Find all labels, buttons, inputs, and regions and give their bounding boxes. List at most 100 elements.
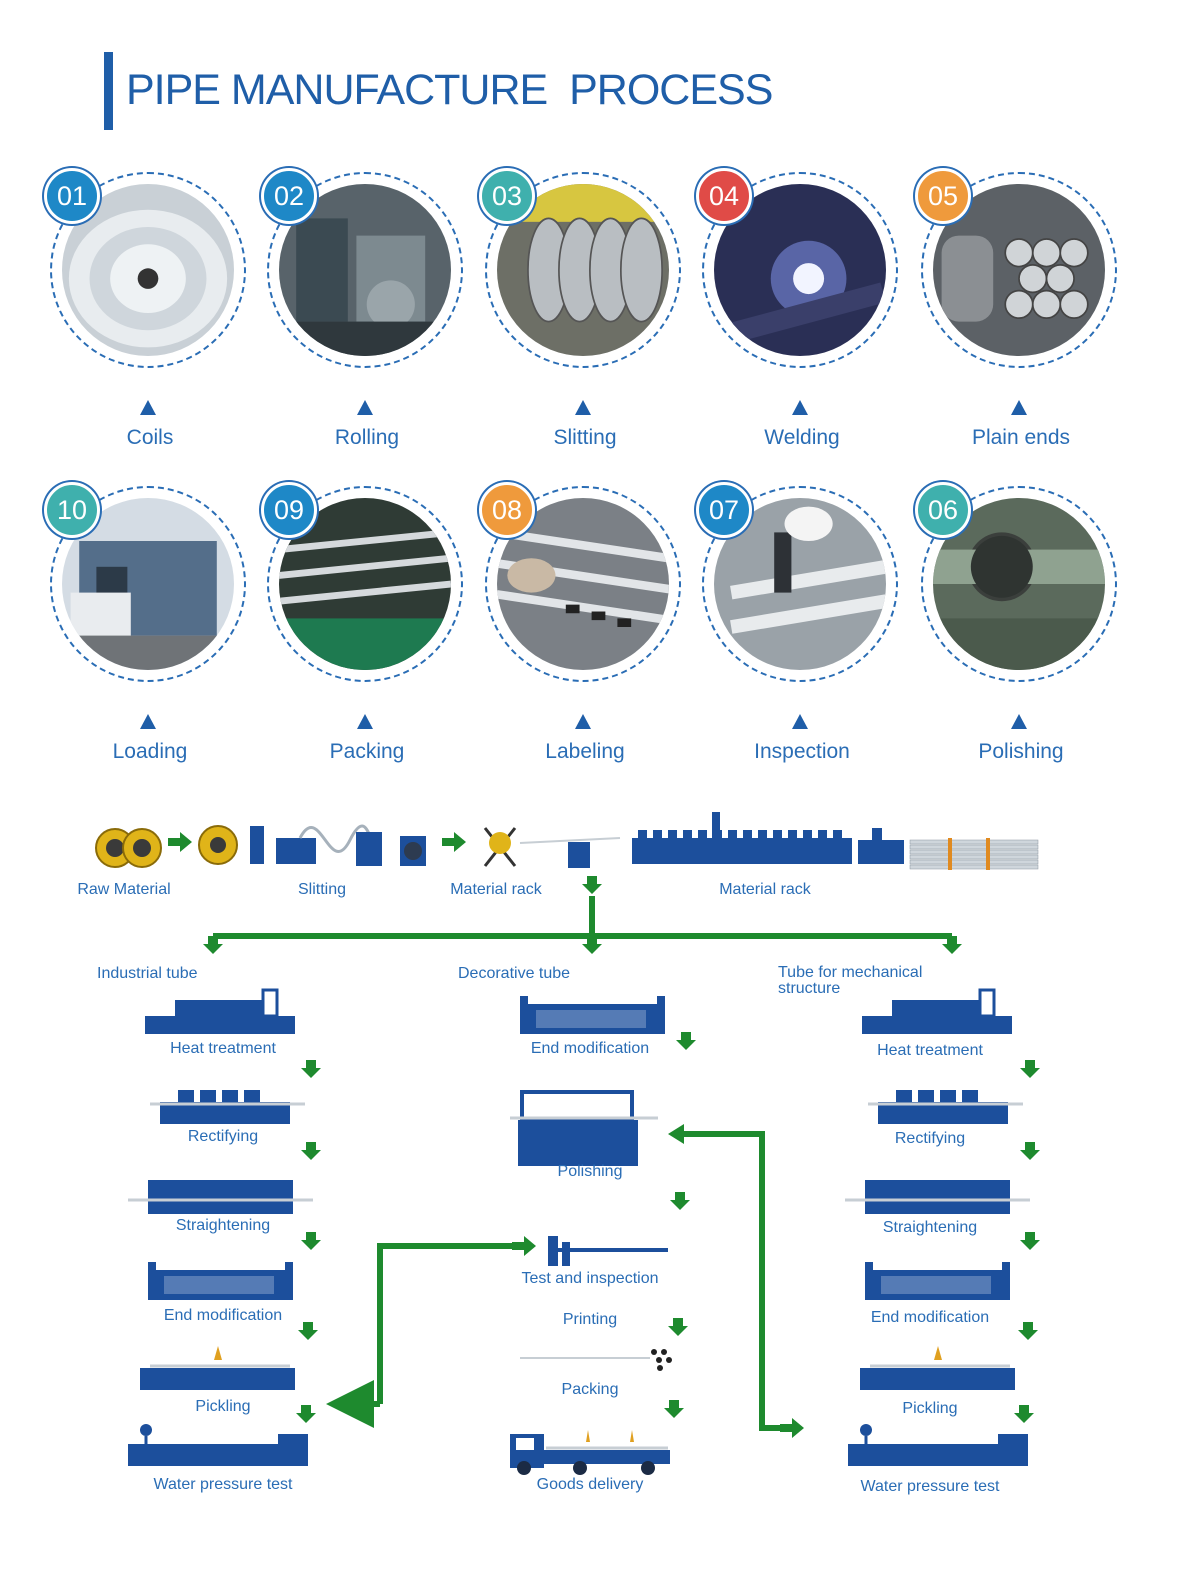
triangle-up-icon [357, 714, 373, 729]
rectifier-base [878, 1102, 1008, 1124]
process-step: 09 Packing [261, 482, 467, 763]
process-step: 10 Loading [44, 482, 250, 763]
step-label: Polishing [978, 740, 1064, 763]
down-arrow-icon [301, 1060, 321, 1078]
down-arrow-icon [1014, 1405, 1034, 1423]
flame-icon [630, 1430, 634, 1442]
straightener-body [148, 1180, 293, 1214]
rectifier-base [160, 1102, 290, 1124]
heat-furnace-top [892, 1000, 982, 1016]
coil-core [210, 837, 226, 853]
truck-wheel [641, 1461, 655, 1475]
polisher-hood [520, 1090, 634, 1122]
step-label: Inspection [754, 740, 850, 763]
forming-entry [568, 842, 590, 868]
material-rack-label: Material rack [450, 881, 542, 898]
mill-roll [758, 830, 767, 840]
dashed-ring [50, 172, 246, 368]
process-step: 03 Slitting [479, 168, 685, 449]
end-mod-side [865, 1262, 873, 1300]
truck-wheel [573, 1461, 587, 1475]
down-arrow-icon [301, 1232, 321, 1250]
coil-photo [62, 184, 234, 356]
step-label: Slitting [553, 426, 617, 449]
end-mod-side [1002, 1262, 1010, 1300]
right-arrow-icon [168, 832, 192, 852]
flow-connector-lines [168, 832, 1040, 1438]
strip-line [519, 837, 621, 844]
down-arrow-icon [664, 1400, 684, 1418]
step-number-badge: 05 [915, 168, 971, 224]
labeling-photo [497, 498, 669, 670]
triangle-up-icon [792, 714, 808, 729]
polishing-photo [933, 498, 1105, 670]
recoiler-coil [404, 842, 422, 860]
mechanical-link-line [680, 1131, 788, 1431]
straightener-body [865, 1180, 1010, 1214]
step-label: Welding [764, 426, 840, 449]
industrial-step-label: End modification [163, 1307, 283, 1324]
decorative-step-label: End modification [530, 1040, 650, 1057]
water-test-end [998, 1434, 1028, 1466]
mechanical-step-label: Rectifying [894, 1130, 966, 1147]
mill-roll [803, 830, 812, 840]
finished-pipe [909, 864, 1039, 870]
step-number-badge: 01 [44, 168, 100, 224]
mill-roll [833, 830, 842, 840]
triangle-up-icon [575, 714, 591, 729]
down-arrow-icon [676, 1032, 696, 1050]
mill-roll [773, 830, 782, 840]
end-mod-base [865, 1270, 1010, 1300]
water-test-bed [128, 1444, 308, 1466]
cutter [858, 840, 904, 864]
left-arrow-icon [342, 1394, 356, 1414]
end-mod-window [881, 1276, 991, 1294]
triangle-up-icon [1011, 400, 1027, 415]
mill-roll [698, 830, 707, 840]
dashed-ring [50, 486, 246, 682]
furnace-door [978, 988, 996, 1018]
process-step: 06 Polishing [915, 482, 1121, 763]
right-arrow-icon [442, 832, 466, 852]
step-label: Loading [112, 740, 188, 763]
mechanical-step-label: Straightening [882, 1219, 978, 1236]
rectifier-roll [962, 1090, 978, 1104]
truck-wheel [517, 1461, 531, 1475]
mill-roll [668, 830, 677, 840]
step-number-badge: 04 [696, 168, 752, 224]
dashed-ring [702, 172, 898, 368]
print-dot [657, 1365, 663, 1371]
mill-roll [743, 830, 752, 840]
dashed-ring [921, 486, 1117, 682]
industrial-step-label: Water pressure test [153, 1476, 293, 1493]
rack-coil [489, 832, 511, 854]
down-arrow-icon [1020, 1232, 1040, 1250]
heat-furnace-base [145, 1016, 295, 1034]
down-arrow-icon [1020, 1142, 1040, 1160]
finished-pipe [909, 844, 1039, 850]
mill-roll [788, 830, 797, 840]
print-dot [661, 1349, 667, 1355]
step-number-badge: 06 [915, 482, 971, 538]
step-number-badge: 08 [479, 482, 535, 538]
down-arrow-icon [1020, 1060, 1040, 1078]
end-mod-base [148, 1270, 293, 1300]
left-arrow-icon [668, 1124, 684, 1144]
finished-pipe [909, 839, 1039, 845]
down-arrow-icon [1018, 1322, 1038, 1340]
water-test-end [278, 1434, 308, 1466]
caliper-jaw [562, 1242, 570, 1266]
print-dot [651, 1349, 657, 1355]
polisher-body [518, 1120, 638, 1166]
dashed-ring [267, 172, 463, 368]
end-mod-window [164, 1276, 274, 1294]
cutter-head [872, 828, 882, 840]
furnace-door [261, 988, 279, 1018]
right-arrow-icon [512, 1236, 536, 1256]
gauge-icon [860, 1424, 872, 1436]
down-arrow-icon [942, 936, 962, 954]
mill-roll [728, 830, 737, 840]
industrial-step-label: Straightening [175, 1217, 271, 1234]
